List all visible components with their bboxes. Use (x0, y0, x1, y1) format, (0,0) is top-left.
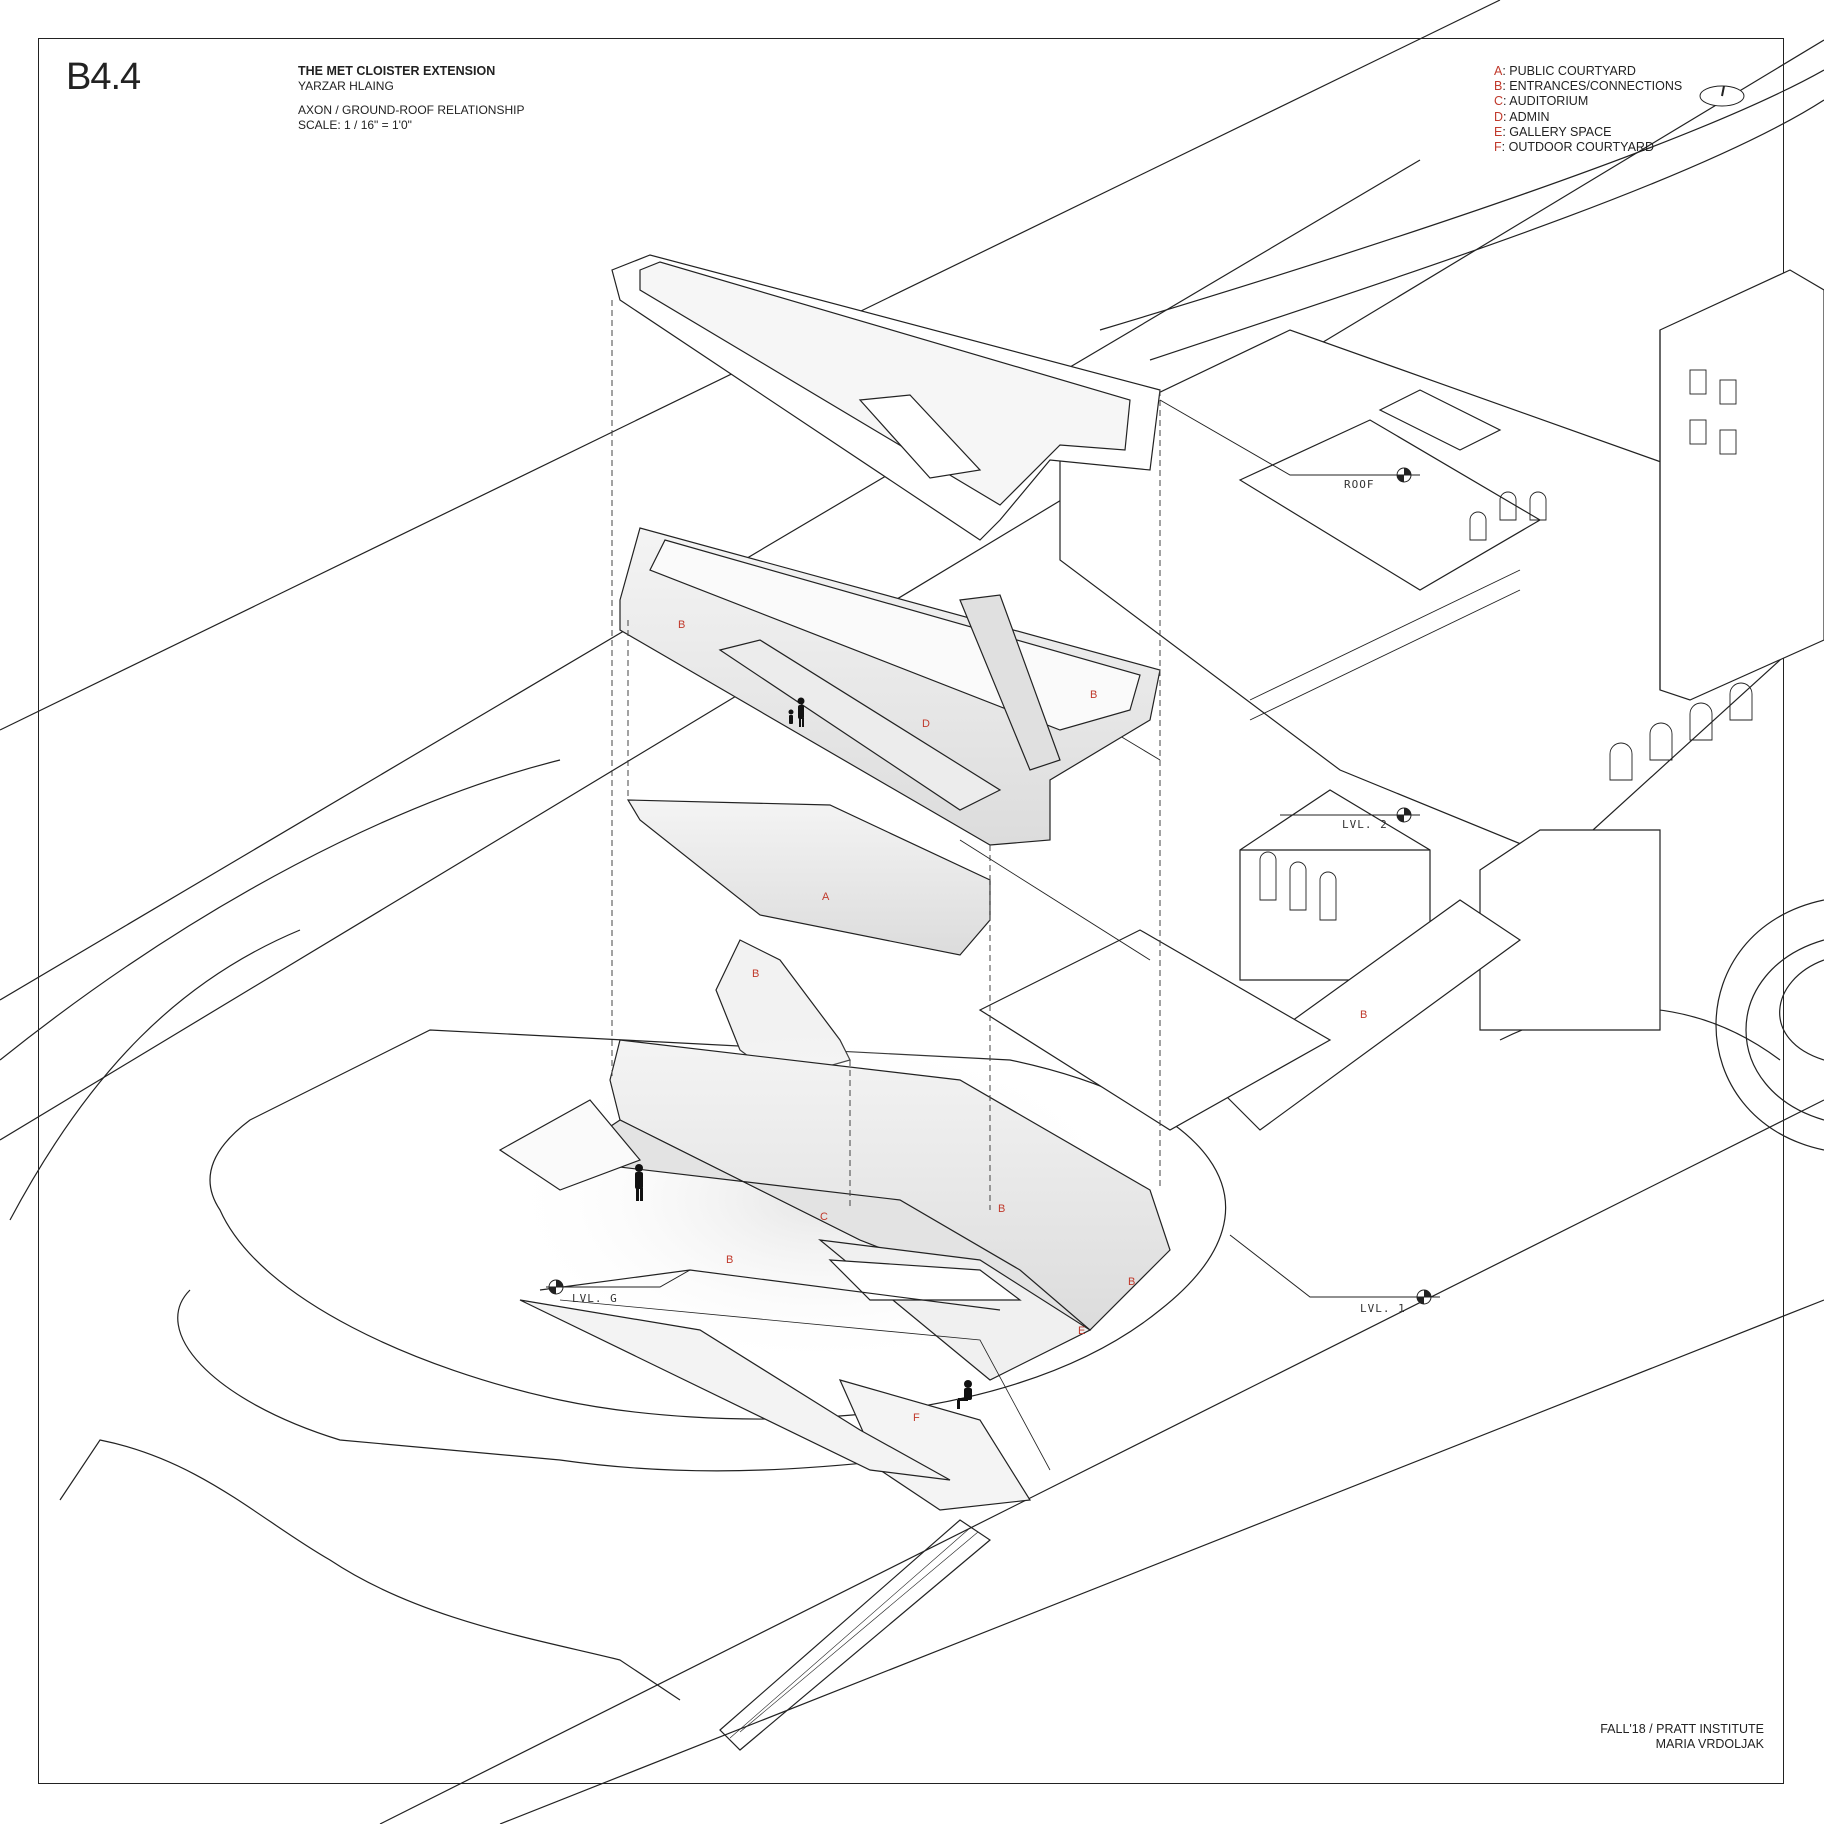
human-figures (635, 697, 972, 1409)
level-1-datum-icon (1414, 1289, 1440, 1305)
level-label-1: LVL. 1 (1360, 1302, 1406, 1315)
zone-label-b-ramp: B (752, 968, 759, 980)
legend-item: A: PUBLIC COURTYARD (1494, 64, 1636, 78)
zone-label-d: D (922, 718, 930, 730)
zone-label-b-east: B (1360, 1009, 1367, 1021)
legend-item: D: ADMIN (1494, 109, 1550, 124)
level-label-g: LVL. G (572, 1292, 618, 1305)
level-g-datum-icon (546, 1279, 572, 1295)
zone-label-b-end: B (1128, 1276, 1135, 1288)
person-figure-icon (788, 697, 805, 727)
level-leaders (565, 399, 1420, 1298)
roof-datum-icon (1394, 467, 1420, 483)
sheet-border (38, 38, 1784, 1784)
project-title: THE MET CLOISTER EXTENSION (298, 64, 496, 78)
program-legend: A: PUBLIC COURTYARD B: ENTRANCES/CONNECT… (1494, 64, 1682, 155)
sheet-number: B4.4 (66, 56, 141, 98)
level-1-slab (626, 799, 991, 956)
legend-item: C: AUDITORIUM (1494, 94, 1589, 109)
legend-item: B: ENTRANCES/CONNECTIONS (1494, 79, 1683, 94)
legend-item: F: OUTDOOR COURTYARD (1494, 140, 1654, 155)
north-arrow-icon (1699, 85, 1745, 107)
zone-label-a: A (822, 891, 830, 903)
level-label-roof: ROOF (1344, 478, 1375, 491)
zone-label-b-right: B (1090, 689, 1097, 701)
level-markers (546, 467, 1440, 1305)
building-windows (1259, 369, 1753, 921)
course-term: FALL'18 / PRATT INSTITUTE (1600, 1722, 1764, 1736)
ground-level-mass (498, 1030, 1171, 1511)
projection-lines (611, 300, 1161, 1210)
level-label-2: LVL. 2 (1342, 818, 1388, 831)
seated-person-figure-icon (957, 1380, 972, 1409)
title-block: THE MET CLOISTER EXTENSION YARZAR HLAING… (298, 64, 524, 133)
sheet-footer: FALL'18 / PRATT INSTITUTE MARIA VRDOLJAK (1600, 1722, 1764, 1752)
zone-label-f: F (913, 1412, 920, 1424)
author-name: YARZAR HLAING (298, 79, 394, 93)
level-2-slab (619, 527, 1161, 846)
instructor-name: MARIA VRDOLJAK (1655, 1737, 1764, 1751)
zone-label-b-top: B (678, 619, 685, 631)
zone-label-b-low: B (726, 1254, 733, 1266)
zone-label-e: E (1078, 1325, 1085, 1337)
zone-label-b-side: B (998, 1203, 1005, 1215)
drawing-type: AXON / GROUND-ROOF RELATIONSHIP (298, 103, 525, 117)
existing-cloister-building (959, 269, 1824, 1131)
legend-item: E: GALLERY SPACE (1494, 124, 1612, 139)
drawing-scale: SCALE: 1 / 16" = 1'0" (298, 118, 412, 132)
roof-slab (611, 254, 1161, 541)
zone-label-c: C (820, 1211, 828, 1223)
person-figure-icon (635, 1164, 643, 1201)
level-2-datum-icon (1394, 807, 1420, 823)
